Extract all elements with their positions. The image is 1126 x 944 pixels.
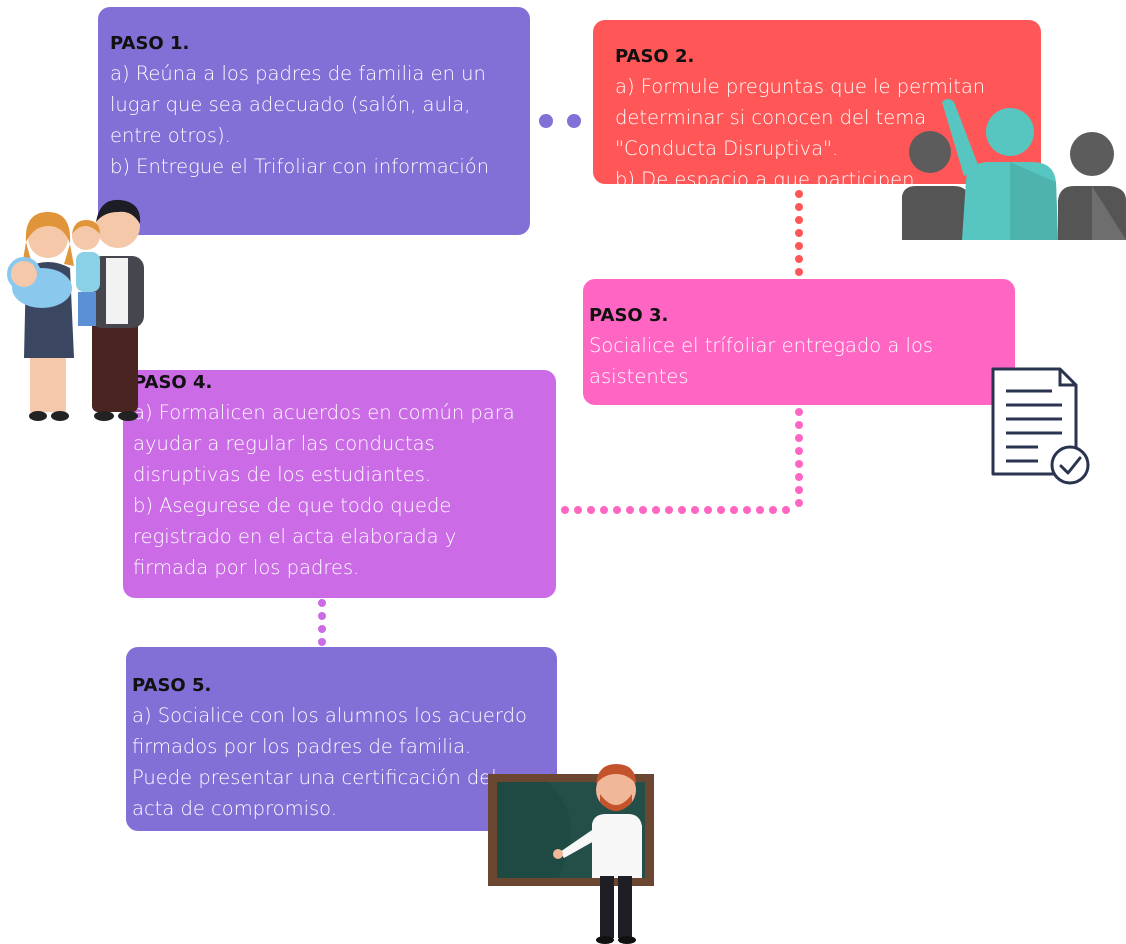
step-title: PASO 4. (133, 372, 213, 393)
step-text-line: b) Entregue el Trifoliar con información (110, 155, 490, 178)
step-text-line: firmada por los padres. (133, 556, 360, 579)
connector-dot (782, 506, 790, 514)
connector-dot (318, 599, 326, 607)
connector-dot (704, 506, 712, 514)
step-text-line: ayudar a regular las conductas (133, 432, 435, 455)
step-5-box: PASO 5. a) Socialice con los alumnos los… (126, 647, 557, 831)
connector-dot (795, 486, 803, 494)
step-text-line: Puede presentar una certificación del (132, 766, 497, 789)
connector-dot (561, 506, 569, 514)
step-text-line: a) Socialice con los alumnos los acuerdo (132, 704, 527, 727)
connector-dot (587, 506, 595, 514)
step-text-line: a) Formule preguntas que le permitan (615, 75, 986, 98)
teacher-icon (488, 764, 654, 944)
step-title: PASO 1. (110, 33, 190, 54)
connector-dot (795, 434, 803, 442)
connector-dot (743, 506, 751, 514)
connector-dot (613, 506, 621, 514)
connector-dot (795, 473, 803, 481)
connector-dot (795, 460, 803, 468)
step-text-line: b) Asegurese de que todo quede (133, 494, 452, 517)
connector-dot (795, 242, 803, 250)
connector-dot (678, 506, 686, 514)
step-text-line: a) Formalicen acuerdos en común para (133, 401, 515, 424)
step-text-line: b) De espacio a que participen. (615, 168, 921, 191)
family-icon (7, 199, 144, 421)
connector-dot (795, 216, 803, 224)
connector-dot (795, 203, 803, 211)
step-2-box: PASO 2. a) Formule preguntas que le perm… (593, 20, 1041, 191)
connector-dot (639, 506, 647, 514)
connector-dot (652, 506, 660, 514)
step-text-line: "Conducta Disruptiva". (615, 137, 839, 160)
connector-dot (795, 447, 803, 455)
connector-dot (665, 506, 673, 514)
step-text-line: disruptivas de los estudiantes. (133, 463, 432, 486)
document-check-icon (991, 367, 1090, 485)
connector-dot (795, 268, 803, 276)
step-4-box: PASO 4. a) Formalicen acuerdos en común … (123, 370, 556, 598)
step-text-line: registrado en el acta elaborada y (133, 525, 457, 548)
step-title: PASO 2. (615, 46, 695, 67)
connector-dot (795, 499, 803, 507)
step-3-box: PASO 3. Socialice el trífoliar entregado… (583, 279, 1015, 405)
step-title: PASO 3. (589, 305, 669, 326)
connector-dot (795, 408, 803, 416)
connector-dot (769, 506, 777, 514)
step-text-line: asistentes (589, 365, 689, 388)
step-text-line: a) Reúna a los padres de familia en un (110, 62, 486, 85)
connector-dot (730, 506, 738, 514)
step-text-line: determinar si conocen del tema (615, 106, 927, 129)
step-title: PASO 5. (132, 675, 212, 696)
connector-dot (318, 638, 326, 646)
connector-dot (691, 506, 699, 514)
connector-dot (318, 625, 326, 633)
connector-dot (795, 190, 803, 198)
step-text-line: acta de compromiso. (132, 797, 337, 820)
connector-dot (574, 506, 582, 514)
connector-dot (795, 255, 803, 263)
step-text-line: firmados por los padres de familia. (132, 735, 472, 758)
step-text-line: lugar que sea adecuado (salón, aula, (110, 93, 471, 116)
step-1-box: PASO 1. a) Reúna a los padres de familia… (98, 7, 530, 235)
classroom-icon (902, 99, 1126, 240)
connector-dot (795, 421, 803, 429)
connector-dot (600, 506, 608, 514)
connector-dot (318, 612, 326, 620)
step-text-line: entre otros). (110, 124, 231, 147)
connector-dot (795, 229, 803, 237)
connector-dot (717, 506, 725, 514)
connector-dot (626, 506, 634, 514)
connector-dot (756, 506, 764, 514)
step-text-line: Socialice el trífoliar entregado a los (589, 334, 934, 357)
